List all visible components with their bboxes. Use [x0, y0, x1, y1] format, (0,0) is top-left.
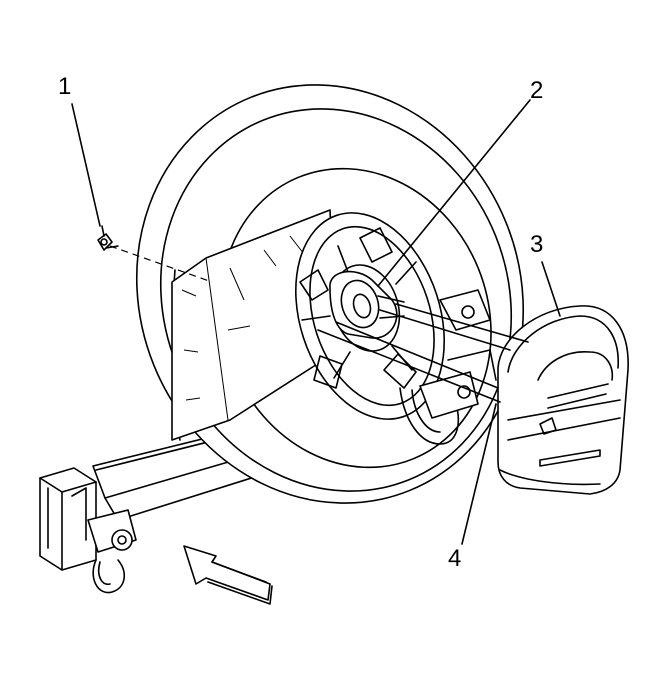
callout-3: 3	[530, 231, 543, 258]
wheel-cover	[497, 305, 629, 495]
direction-arrow-icon	[183, 545, 273, 605]
leader-line-1	[71, 103, 101, 227]
alignment-lines	[109, 245, 529, 403]
hub-center	[329, 270, 405, 339]
carrier-mount-bracket	[39, 467, 137, 594]
callout-4: 4	[448, 545, 461, 572]
leader-lines	[71, 99, 561, 545]
leader-line-2	[377, 99, 531, 287]
fastener-part	[97, 225, 119, 251]
callout-2: 2	[530, 77, 543, 104]
leader-line-4	[461, 403, 497, 545]
leader-line-3	[541, 261, 561, 317]
callout-1: 1	[58, 73, 71, 100]
